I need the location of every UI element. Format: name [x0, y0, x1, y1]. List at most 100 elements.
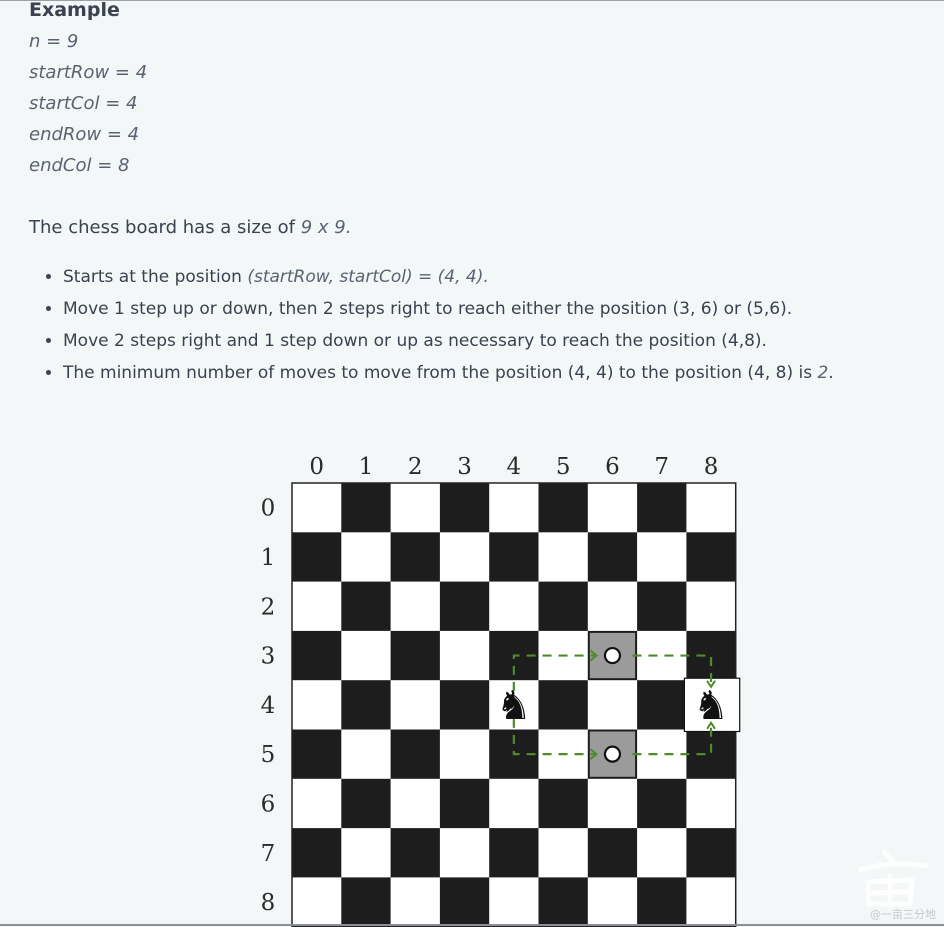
column-label: 7 [654, 454, 669, 480]
board-square [439, 828, 490, 878]
board-square [587, 483, 638, 533]
list-item-tail: . [828, 363, 834, 383]
column-label: 3 [457, 454, 472, 480]
board-square [587, 680, 638, 730]
board-square [341, 581, 391, 632]
board-size-text: The chess board has a size of [29, 217, 301, 238]
var-start-row: startRow = 4 [29, 62, 148, 83]
reachable-marker [603, 745, 622, 763]
board-square [292, 778, 342, 829]
knight-icon: ♞ [693, 683, 729, 729]
board-square [341, 532, 391, 582]
board-square [686, 828, 737, 878]
knight-move-path [512, 654, 595, 691]
board-square [686, 532, 737, 582]
row-label: 8 [261, 890, 276, 916]
board-square [341, 828, 391, 878]
board-square [489, 483, 539, 533]
board-square [538, 877, 589, 927]
board-square [637, 630, 687, 681]
board-square [390, 828, 441, 878]
board-square [686, 729, 737, 780]
board-square [390, 483, 441, 533]
column-label: 6 [605, 454, 620, 480]
row-label: 4 [261, 693, 276, 719]
board-square [439, 729, 490, 780]
var-end-row: endRow = 4 [29, 124, 140, 145]
list-item-emphasis: 2 [817, 363, 829, 383]
path-arrowhead [589, 748, 599, 760]
board-square [341, 630, 391, 681]
list-item-text: Move 2 steps right and 1 step down or up… [63, 331, 767, 351]
board-square [538, 680, 589, 730]
board-square [489, 828, 539, 878]
board-square [637, 828, 687, 878]
board-square [292, 729, 342, 780]
column-label: 0 [309, 454, 324, 480]
board-square [341, 778, 391, 829]
board-square [489, 778, 539, 829]
board-square [292, 483, 342, 533]
board-square [390, 877, 441, 927]
board-square [587, 877, 638, 927]
board-square [637, 532, 687, 582]
var-end-col: endCol = 8 [29, 155, 130, 176]
board-square [637, 680, 687, 730]
path-arrowhead [589, 649, 599, 662]
board-square [292, 877, 342, 927]
knight-move-path [512, 718, 595, 756]
board-square [686, 630, 737, 681]
board-square [341, 680, 391, 730]
board-square [292, 532, 342, 582]
list-item-text: Move 1 step up or down, then 2 steps rig… [63, 299, 793, 319]
row-label: 5 [261, 742, 276, 768]
row-label: 7 [261, 841, 276, 867]
board-square [538, 532, 589, 582]
board-square [292, 581, 342, 632]
board-square [686, 581, 737, 632]
list-item: Move 2 steps right and 1 step down or up… [63, 327, 834, 359]
board-square [439, 630, 490, 681]
board-square [686, 483, 737, 533]
board-square [489, 877, 539, 927]
row-label: 0 [261, 496, 276, 522]
board-square [637, 581, 687, 632]
board-square [390, 778, 441, 829]
board-square [390, 729, 441, 780]
row-label: 2 [261, 594, 276, 620]
row-label: 1 [261, 545, 276, 571]
board-square [341, 877, 391, 927]
board-square [390, 680, 441, 730]
board-square [341, 483, 391, 533]
row-label: 3 [261, 644, 276, 670]
board-square [686, 877, 737, 927]
board-square [439, 680, 490, 730]
board-square [637, 877, 687, 927]
row-label: 6 [261, 791, 276, 817]
list-item: The minimum number of moves to move from… [63, 359, 834, 391]
list-item-text: The minimum number of moves to move from… [63, 363, 818, 383]
board-square [538, 581, 589, 632]
column-label: 8 [704, 454, 719, 480]
list-item: Move 1 step up or down, then 2 steps rig… [63, 295, 834, 327]
board-square [292, 828, 342, 878]
path-arrowhead [706, 680, 716, 689]
board-square [538, 828, 589, 878]
board-square [489, 532, 539, 582]
board-square [292, 630, 342, 681]
board-square [686, 778, 737, 829]
list-item: Starts at the position (startRow, startC… [63, 263, 834, 295]
board-square [341, 729, 391, 780]
board-square [637, 729, 687, 780]
var-start-col: startCol = 4 [29, 93, 138, 114]
example-heading: Example [29, 0, 120, 21]
board-square [538, 778, 589, 829]
bottom-divider [0, 924, 944, 926]
board-square [439, 581, 490, 632]
list-item-emphasis: (startRow, startCol) = (4, 4). [247, 267, 489, 287]
reachable-marker [603, 646, 622, 665]
board-square [587, 828, 638, 878]
board-square [292, 680, 342, 730]
board-square [587, 778, 638, 829]
var-n: n = 9 [29, 31, 79, 52]
